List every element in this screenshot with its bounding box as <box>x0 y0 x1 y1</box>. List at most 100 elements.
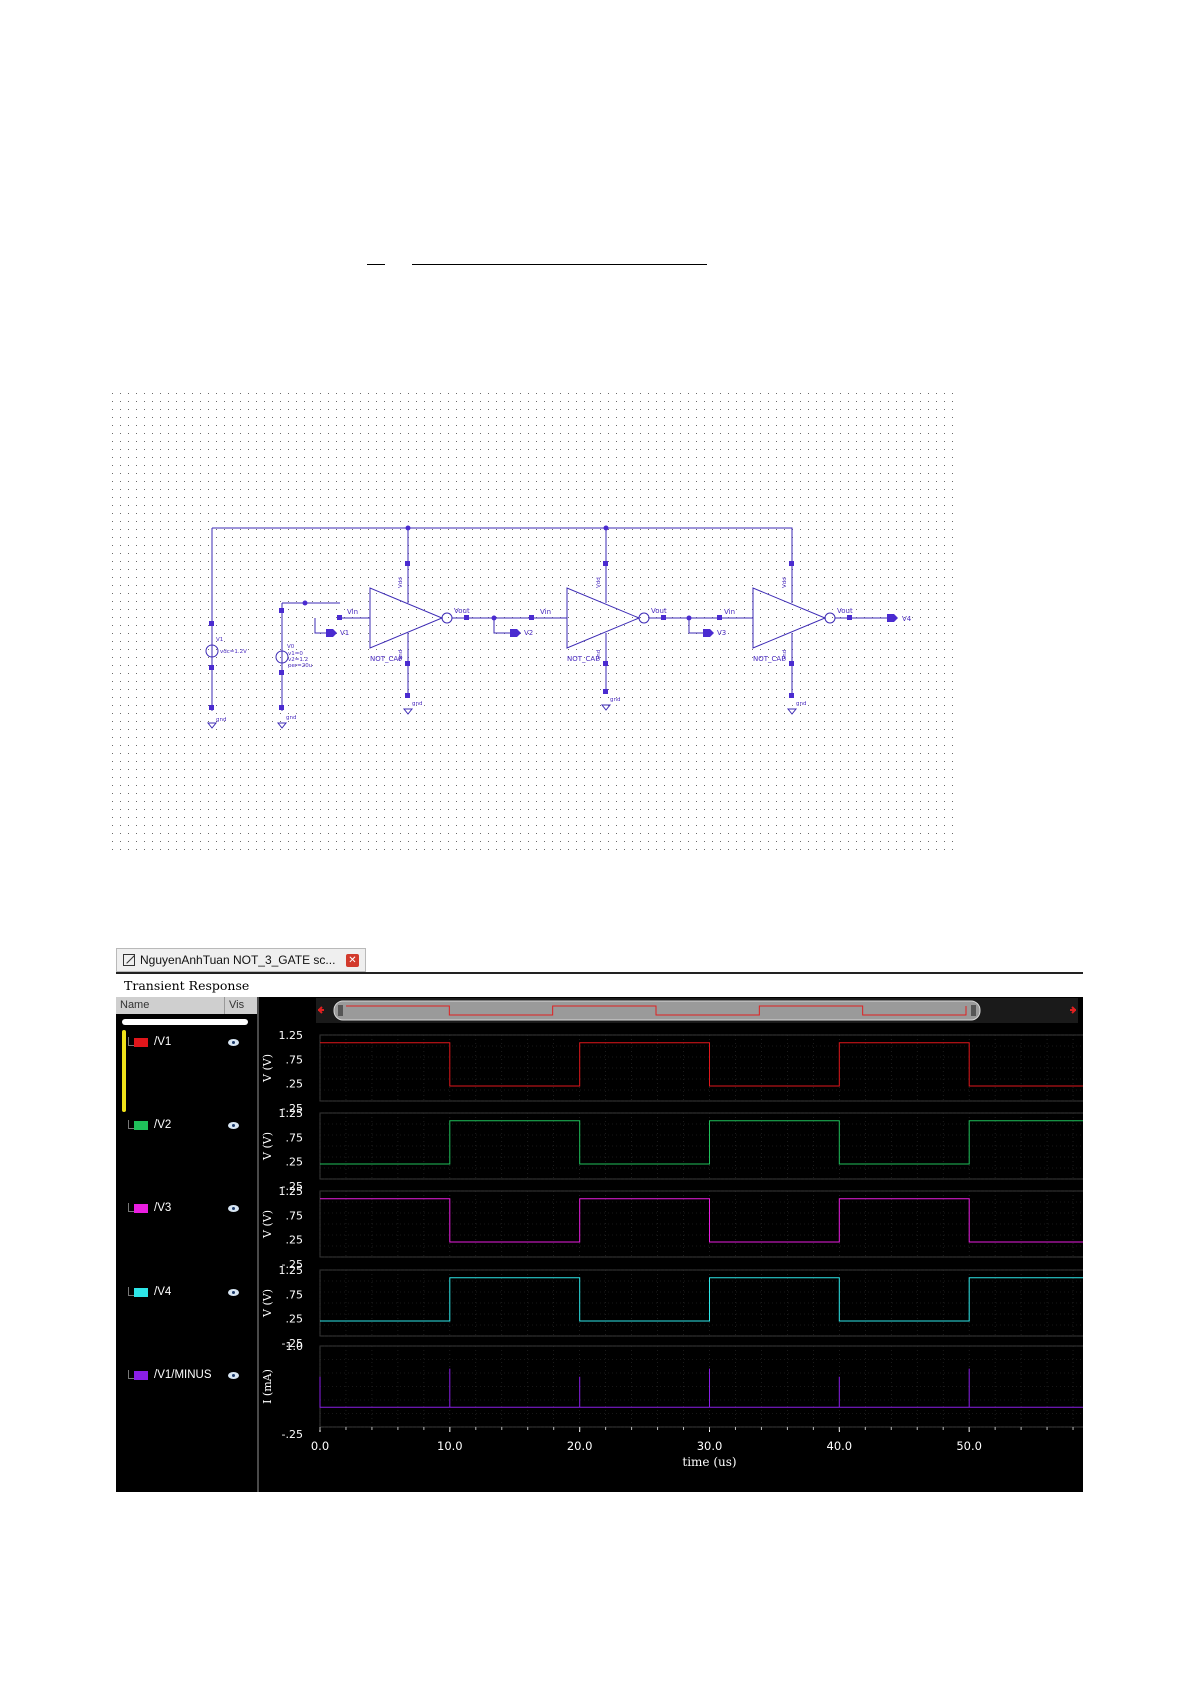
scroll-right-arrow[interactable] <box>1070 1006 1076 1014</box>
waveform-viewer-window: NguyenAnhTuan NOT_3_GATE sc... ✕ Transie… <box>116 948 1083 1492</box>
signal-color-swatch <box>134 1038 148 1047</box>
net-label-v4: V4 <box>902 615 912 623</box>
time-scroller[interactable] <box>316 998 1078 1023</box>
signal-color-swatch <box>134 1204 148 1213</box>
y-axis-label: V (V) <box>261 1289 274 1318</box>
signal-row[interactable]: /V3 <box>116 1201 257 1217</box>
gnd-label-2: gnd <box>286 715 296 721</box>
signal-name: /V2 <box>154 1119 172 1131</box>
y-axis-label: V (V) <box>261 1210 274 1239</box>
signal-name: /V1/MINUS <box>154 1369 212 1381</box>
tree-branch <box>128 1037 134 1046</box>
name-column-header[interactable]: Name <box>120 999 150 1011</box>
net-label-v3: V3 <box>717 629 726 637</box>
cell-label-2: NOT_CAP <box>567 655 599 663</box>
tree-branch <box>128 1203 134 1212</box>
signal-row[interactable]: /V4 <box>116 1285 257 1301</box>
gnd-pin-label-2: Gnd <box>596 650 602 661</box>
short-blank-line <box>367 264 385 265</box>
close-tab-icon[interactable]: ✕ <box>346 953 359 967</box>
y-tick-label: -.25 <box>282 1428 303 1441</box>
vout-label-2: Vout <box>651 607 667 615</box>
cell-label-1: NOT_CAP <box>370 655 402 663</box>
panel-title: Transient Response <box>116 972 1083 997</box>
gnd-label-5: gnd <box>796 701 806 707</box>
x-tick-label: 10.0 <box>437 1439 463 1453</box>
signal-list-scrollbar[interactable] <box>122 1019 248 1025</box>
signal-row[interactable]: /V1/MINUS <box>116 1368 257 1384</box>
scroll-left-arrow[interactable] <box>318 1006 324 1014</box>
signal-name: /V4 <box>154 1286 172 1298</box>
tree-branch <box>128 1370 134 1379</box>
x-tick-label: 0.0 <box>311 1439 329 1453</box>
vdc-value-label: vdc=1.2V <box>220 649 247 655</box>
scroller-left-handle[interactable] <box>338 1005 343 1016</box>
vpulse-param-1: v1=0 <box>288 651 303 657</box>
strip-frame <box>319 1269 1083 1337</box>
waveform-trace <box>320 1198 1083 1243</box>
tab-title: NguyenAnhTuan NOT_3_GATE sc... <box>140 953 336 967</box>
strip-selection-indicator <box>122 1030 126 1112</box>
y-tick-label: 1.25 <box>279 1264 304 1277</box>
y-tick-label: .25 <box>286 1313 304 1326</box>
signal-row[interactable]: /V2 <box>116 1118 257 1134</box>
scroller-right-handle[interactable] <box>971 1005 976 1016</box>
signal-color-swatch <box>134 1371 148 1380</box>
y-tick-label: .75 <box>286 1053 304 1066</box>
y-tick-label: .75 <box>286 1209 304 1222</box>
gnd-label-4: gnd <box>610 697 620 703</box>
signal-table-header: Name Vis <box>116 997 257 1014</box>
y-tick-label: 1.0 <box>286 1340 304 1353</box>
y-tick-label: .25 <box>286 1234 304 1247</box>
y-tick-label: 1.25 <box>279 1185 304 1198</box>
net-pin-v3 <box>703 629 714 637</box>
signal-color-swatch <box>134 1288 148 1297</box>
y-tick-label: 1.25 <box>279 1107 304 1120</box>
x-tick-label: 20.0 <box>567 1439 593 1453</box>
y-tick-label: 1.25 <box>279 1029 304 1042</box>
waveform-trace <box>320 1120 1083 1165</box>
eye-icon[interactable] <box>228 1039 239 1046</box>
eye-icon[interactable] <box>228 1289 239 1296</box>
vin-label-3: Vin <box>724 608 735 616</box>
eye-icon[interactable] <box>228 1372 239 1379</box>
y-tick-label: -.25 <box>282 1102 303 1115</box>
strip-frame <box>319 1034 1083 1102</box>
column-separator[interactable] <box>224 997 225 1014</box>
scroller-overview-trace <box>346 1005 967 1016</box>
vout-label-1: Vout <box>454 607 470 615</box>
y-tick-label: .25 <box>286 1156 304 1169</box>
net-pin-v1 <box>326 629 337 637</box>
vis-column-header[interactable]: Vis <box>229 999 245 1011</box>
signal-color-swatch <box>134 1121 148 1130</box>
strip-frame <box>319 1345 1083 1428</box>
gnd-pin-label-1: Gnd <box>398 650 404 661</box>
y-tick-label: .75 <box>286 1288 304 1301</box>
gnd-pin-label-3: Gnd <box>782 650 788 661</box>
signal-name-column: Name Vis /V1/V2/V3/V4/V1/MINUS <box>116 997 257 1492</box>
y-axis-label: V (V) <box>261 1054 274 1083</box>
document-tab[interactable]: NguyenAnhTuan NOT_3_GATE sc... ✕ <box>116 948 366 972</box>
gnd-label-1: gnd <box>216 717 226 723</box>
eye-icon[interactable] <box>228 1205 239 1212</box>
y-tick-label: -.25 <box>282 1258 303 1271</box>
vin-label-1: Vin <box>347 608 358 616</box>
y-axis-label: V (V) <box>261 1132 274 1161</box>
strip-frame <box>319 1112 1083 1180</box>
vdd-label-1: Vdd <box>398 577 404 588</box>
scroller-thumb[interactable] <box>333 1000 981 1021</box>
signal-row[interactable]: /V1 <box>116 1035 257 1051</box>
x-tick-label: 40.0 <box>827 1439 853 1453</box>
vdd-label-3: Vdd <box>782 577 788 588</box>
tree-branch <box>128 1120 134 1129</box>
tree-branch <box>128 1287 134 1296</box>
x-axis-label: time (us) <box>682 1455 736 1469</box>
y-axis-label: I (mA) <box>261 1369 274 1404</box>
eye-icon[interactable] <box>228 1122 239 1129</box>
y-tick-label: .75 <box>286 1131 304 1144</box>
vdd-label-2: Vdd <box>596 577 602 588</box>
vpulse-name-label: V0 <box>287 644 295 650</box>
pane-divider[interactable] <box>257 997 259 1492</box>
vpulse-param-2: v2=1.2 <box>288 657 308 663</box>
signal-name: /V3 <box>154 1202 172 1214</box>
